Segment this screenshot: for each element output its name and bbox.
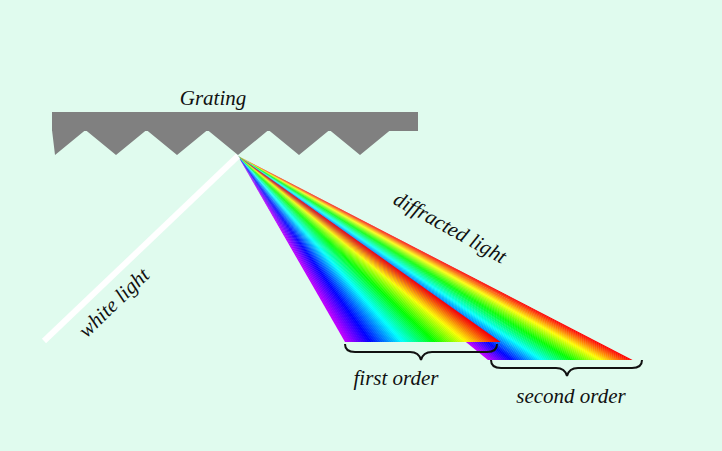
spectrum-strip (238, 156, 505, 360)
spectrum-strip (238, 156, 513, 360)
first-order-brace (345, 344, 497, 360)
spectrum-strip (238, 156, 526, 360)
spectrum-strip (238, 156, 501, 342)
second-order-brace (491, 360, 642, 376)
grating-teeth (52, 128, 418, 155)
spectrum-strip (238, 156, 499, 360)
spectrum-strip (238, 156, 522, 360)
white-light-beam (44, 156, 238, 341)
spectrum-strip (238, 156, 509, 360)
spectrum-strip (238, 156, 501, 360)
spectrum-strip (238, 156, 511, 360)
spectrum-strip (238, 156, 497, 360)
spectrum-strip (238, 156, 507, 360)
diffracted-fan (238, 156, 633, 360)
spectrum-strip (238, 156, 495, 360)
second-order-fan (238, 156, 633, 360)
grating (52, 112, 418, 155)
spectrum-strip (238, 156, 524, 360)
spectrum-strip (238, 156, 519, 360)
order-label: second order (516, 386, 625, 407)
spectrum-strip (238, 156, 515, 360)
spectrum-strip (238, 156, 517, 360)
spectrum-strip (238, 156, 493, 360)
grating-label: Grating (180, 88, 247, 109)
background (8, 8, 714, 443)
spectrum-strip (238, 156, 491, 360)
first-order-fan (238, 156, 501, 342)
spectrum-strip (238, 156, 633, 360)
spectrum-strip (238, 156, 503, 360)
order-label: first order (354, 368, 439, 389)
